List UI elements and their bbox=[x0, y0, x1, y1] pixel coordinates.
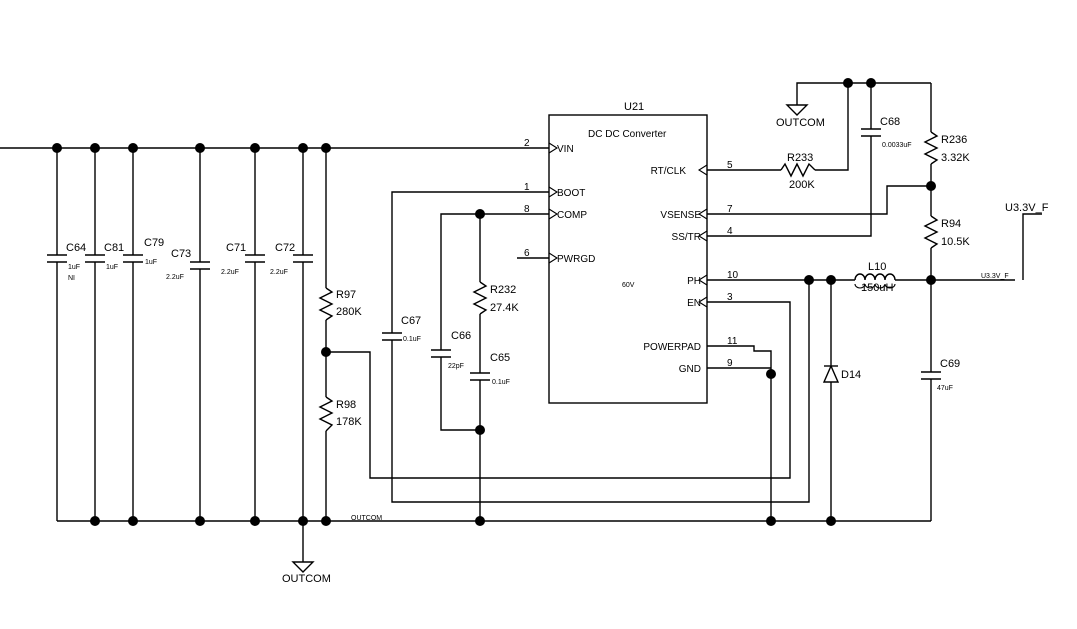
ic-note: 60V bbox=[622, 282, 635, 289]
svg-text:3.32K: 3.32K bbox=[941, 152, 970, 164]
svg-text:R97: R97 bbox=[336, 289, 356, 301]
pin-num-powerpad: 11 bbox=[727, 336, 738, 347]
capacitor-c73: C73 2.2uF bbox=[166, 248, 210, 281]
pin-name-gnd: GND bbox=[679, 364, 701, 375]
output-port-label: U3.3V_F bbox=[1005, 202, 1049, 214]
svg-text:0.1uF: 0.1uF bbox=[403, 336, 421, 343]
ic-ref: U21 bbox=[624, 101, 644, 113]
pin-name-boot: BOOT bbox=[557, 188, 585, 199]
pin-name-ph: PH bbox=[687, 276, 701, 287]
ic-title: DC DC Converter bbox=[588, 129, 667, 140]
svg-text:C69: C69 bbox=[940, 358, 960, 370]
ic-body bbox=[548, 114, 708, 404]
pin-name-vin: VIN bbox=[557, 144, 574, 155]
svg-text:178K: 178K bbox=[336, 416, 362, 428]
svg-text:2.2uF: 2.2uF bbox=[270, 269, 288, 276]
svg-text:R98: R98 bbox=[336, 399, 356, 411]
svg-text:R233: R233 bbox=[787, 152, 813, 164]
svg-text:C81: C81 bbox=[104, 242, 124, 254]
resistor-r98: R98 178K bbox=[318, 396, 362, 432]
svg-text:OUTCOM: OUTCOM bbox=[776, 117, 825, 129]
pin-num-boot: 1 bbox=[524, 182, 530, 193]
pin-num-pwrgd: 6 bbox=[524, 248, 530, 259]
pin-num-rtclk: 5 bbox=[727, 160, 733, 171]
pin-num-ph: 10 bbox=[727, 270, 739, 281]
pin-name-en: EN bbox=[687, 298, 701, 309]
pin-name-vsense: VSENSE bbox=[660, 210, 701, 221]
svg-text:1uF: 1uF bbox=[68, 264, 80, 271]
svg-text:2.2uF: 2.2uF bbox=[166, 274, 184, 281]
svg-text:C68: C68 bbox=[880, 116, 900, 128]
svg-text:22pF: 22pF bbox=[448, 363, 464, 370]
resistor-r94: R94 10.5K bbox=[923, 215, 970, 249]
pin-name-powerpad: POWERPAD bbox=[643, 342, 701, 353]
svg-text:L10: L10 bbox=[868, 261, 886, 273]
resistor-r236: R236 3.32K bbox=[923, 131, 970, 165]
diode-d14: D14 bbox=[822, 364, 861, 383]
svg-text:0.1uF: 0.1uF bbox=[492, 379, 510, 386]
inductor-l10: L10 150uH bbox=[854, 261, 896, 294]
capacitor-c66: C66 22pF bbox=[431, 330, 471, 370]
output-net-label: U3.3V_F bbox=[981, 273, 1009, 280]
capacitor-c67: C67 0.1uF bbox=[382, 315, 421, 343]
capacitor-c64: C64 1uF NI bbox=[47, 242, 86, 282]
svg-text:1uF: 1uF bbox=[106, 264, 118, 271]
svg-text:NI: NI bbox=[68, 275, 75, 282]
capacitor-c79: C79 1uF bbox=[123, 237, 164, 266]
capacitor-c71: C71 2.2uF bbox=[221, 242, 265, 276]
ground-rail-label: OUTCOM bbox=[351, 515, 382, 522]
svg-text:R94: R94 bbox=[941, 218, 961, 230]
capacitor-c69: C69 47uF bbox=[921, 358, 960, 392]
capacitor-c68: C68 0.0033uF bbox=[861, 116, 912, 149]
resistor-r233: R233 200K bbox=[780, 152, 816, 191]
svg-text:280K: 280K bbox=[336, 306, 362, 318]
wires bbox=[0, 82, 1042, 562]
svg-text:C79: C79 bbox=[144, 237, 164, 249]
pin-num-comp: 8 bbox=[524, 204, 530, 215]
pin-num-vin: 2 bbox=[524, 138, 530, 149]
svg-text:C65: C65 bbox=[490, 352, 510, 364]
svg-text:C66: C66 bbox=[451, 330, 471, 342]
pin-num-en: 3 bbox=[727, 292, 733, 303]
svg-text:47uF: 47uF bbox=[937, 385, 953, 392]
svg-text:C67: C67 bbox=[401, 315, 421, 327]
pin-name-pwrgd: PWRGD bbox=[557, 254, 595, 265]
pin-num-sstr: 4 bbox=[727, 226, 733, 237]
ground-symbol-top: OUTCOM bbox=[776, 104, 825, 129]
svg-text:2.2uF: 2.2uF bbox=[221, 269, 239, 276]
svg-text:27.4K: 27.4K bbox=[490, 302, 519, 314]
resistor-r97: R97 280K bbox=[318, 287, 362, 321]
svg-text:1uF: 1uF bbox=[145, 259, 157, 266]
pin-name-rtclk: RT/CLK bbox=[651, 166, 687, 177]
svg-text:150uH: 150uH bbox=[861, 282, 893, 294]
ground-symbol-bottom: OUTCOM bbox=[282, 561, 331, 585]
capacitor-c72: C72 2.2uF bbox=[270, 242, 313, 276]
svg-text:10.5K: 10.5K bbox=[941, 236, 970, 248]
capacitor-c65: C65 0.1uF bbox=[470, 352, 510, 386]
capacitor-c81: C81 1uF bbox=[85, 242, 124, 271]
resistor-r232: R232 27.4K bbox=[472, 281, 519, 315]
svg-text:R232: R232 bbox=[490, 284, 516, 296]
svg-text:OUTCOM: OUTCOM bbox=[282, 573, 331, 585]
svg-text:200K: 200K bbox=[789, 179, 815, 191]
pin-num-gnd: 9 bbox=[727, 358, 733, 369]
svg-text:C72: C72 bbox=[275, 242, 295, 254]
svg-text:C64: C64 bbox=[66, 242, 86, 254]
junction-dots bbox=[52, 78, 936, 526]
svg-text:D14: D14 bbox=[841, 369, 861, 381]
pin-name-comp: COMP bbox=[557, 210, 587, 221]
pin-name-sstr: SS/TR bbox=[672, 232, 701, 243]
svg-text:0.0033uF: 0.0033uF bbox=[882, 142, 912, 149]
pin-num-vsense: 7 bbox=[727, 204, 733, 215]
svg-text:C71: C71 bbox=[226, 242, 246, 254]
svg-text:C73: C73 bbox=[171, 248, 191, 260]
svg-text:R236: R236 bbox=[941, 134, 967, 146]
pin-arrow-symbols bbox=[548, 142, 708, 308]
